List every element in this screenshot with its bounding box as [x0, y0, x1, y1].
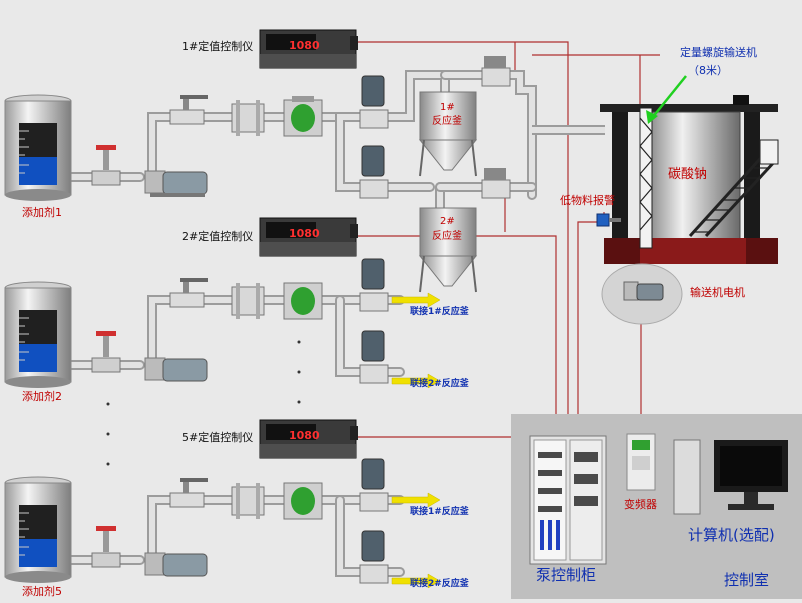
- controller-1-display: 1080: [289, 39, 320, 52]
- conveyor-length: （8米）: [688, 64, 728, 77]
- computer: [673, 439, 788, 515]
- conveyor-motor-label: 输送机电机: [690, 285, 745, 299]
- low-level-sensor: [596, 213, 621, 227]
- link-label-1: 联接1#反应釜: [410, 305, 470, 317]
- inverter: [626, 433, 656, 491]
- reactor-1-id: 1#: [440, 102, 455, 113]
- reactor-1: [418, 91, 478, 177]
- low-level-alarm-label: 低物料报警: [560, 193, 615, 207]
- conveyor-motor: [601, 263, 683, 325]
- conveyor-pointer-arrow: [646, 75, 687, 124]
- tank-5: [4, 476, 72, 583]
- controller-1-label: 1#定值控制仪: [182, 39, 253, 53]
- silo-label: 碳酸钠: [668, 167, 707, 182]
- row2-components: [91, 258, 389, 384]
- conveyor-title: 定量螺旋输送机: [680, 45, 757, 59]
- controller-1: [259, 29, 358, 69]
- cabinet-label: 泵控制柜: [536, 566, 596, 584]
- link-label-3: 联接1#反应釜: [410, 505, 470, 517]
- controller-5-label: 5#定值控制仪: [182, 430, 253, 444]
- ellipsis-dots: [106, 340, 301, 466]
- silo: [600, 95, 779, 264]
- row3-components: [91, 458, 389, 584]
- pump-control-cabinet: [529, 435, 607, 565]
- controller-2-label: 2#定值控制仪: [182, 229, 253, 243]
- reactor-2-id: 2#: [440, 216, 455, 227]
- tank-1-label: 添加剂1: [22, 205, 62, 219]
- inverter-label: 变频器: [624, 497, 657, 511]
- row1-components: [91, 56, 511, 199]
- control-room-label: 控制室: [724, 571, 769, 589]
- reactor-2-name: 反应釜: [432, 229, 462, 242]
- computer-label: 计算机(选配): [688, 526, 775, 544]
- link-label-2: 联接2#反应釜: [410, 377, 470, 389]
- controller-2: [259, 217, 358, 257]
- tank-2-label: 添加剂2: [22, 389, 62, 403]
- link-arrows: [391, 292, 441, 589]
- controller-5-display: 1080: [289, 429, 320, 442]
- tank-1: [4, 94, 72, 201]
- tank-5-label: 添加剂5: [22, 584, 62, 598]
- reactor-2: [418, 207, 478, 293]
- controller-5: [259, 419, 358, 459]
- reactor-1-name: 反应釜: [432, 114, 462, 127]
- link-label-4: 联接2#反应釜: [410, 577, 470, 589]
- controller-2-display: 1080: [289, 227, 320, 240]
- tank-2: [4, 281, 72, 388]
